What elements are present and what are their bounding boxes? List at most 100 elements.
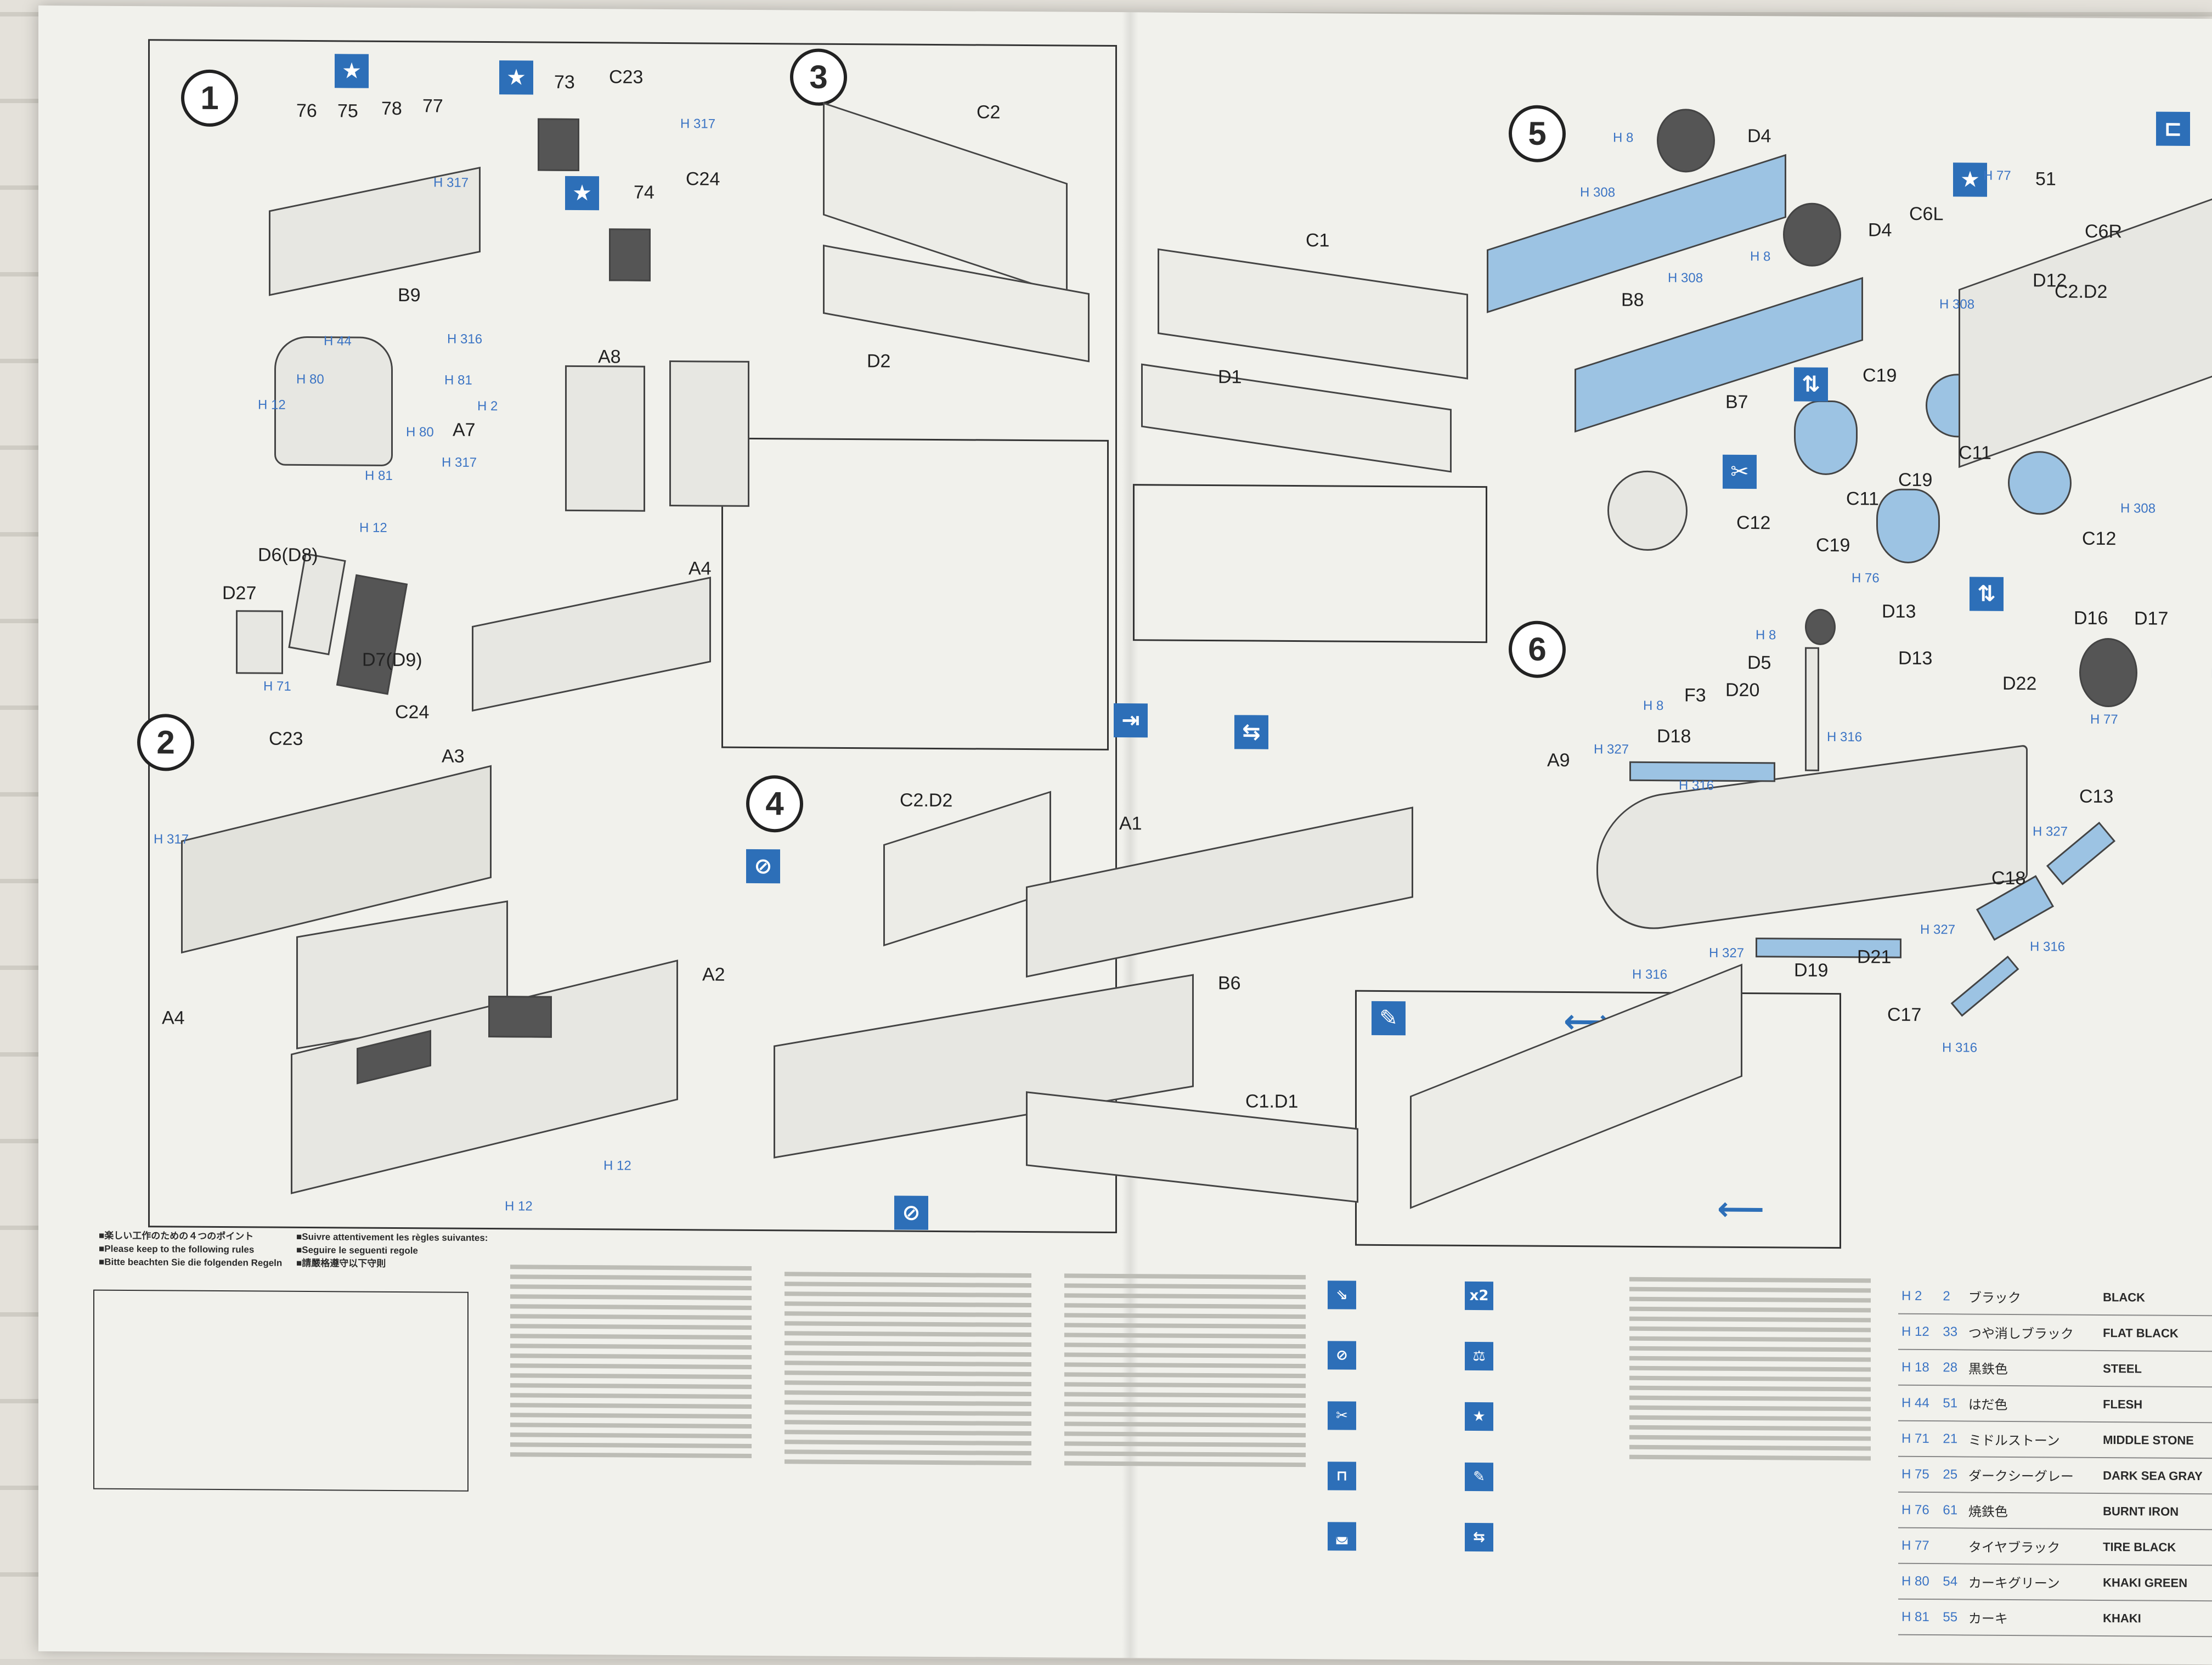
paint-number: 25 bbox=[1939, 1457, 1965, 1493]
move-arrow-icon: ⟵ bbox=[1717, 1189, 1765, 1229]
step-number-1: 1 bbox=[181, 69, 238, 127]
paint-number: 2 bbox=[1939, 1279, 1965, 1314]
nozzle-c12 bbox=[1876, 488, 1940, 564]
part-label: C24 bbox=[686, 168, 720, 190]
part-label: A1 bbox=[1119, 813, 1142, 834]
part-label: C11 bbox=[1846, 488, 1879, 510]
part-label: C11 bbox=[1959, 442, 1991, 464]
paint-name-en: KHAKI GREEN bbox=[2100, 1564, 2212, 1601]
part-label: H 317 bbox=[680, 116, 716, 132]
part-label: C17 bbox=[1887, 1004, 1922, 1025]
part-label: H 81 bbox=[365, 468, 393, 483]
part-label: A3 bbox=[442, 746, 465, 767]
part-label: H 81 bbox=[444, 372, 472, 388]
part-label: A8 bbox=[598, 346, 621, 368]
part-label: H 2 bbox=[477, 398, 498, 414]
paint-code: H 75 bbox=[1898, 1456, 1940, 1493]
part-label: D19 bbox=[1794, 960, 1829, 981]
part-label: D6(D8) bbox=[258, 544, 318, 566]
glue-here-icon: ⇥ bbox=[1114, 703, 1148, 738]
wheel-d13 bbox=[1805, 608, 1836, 646]
step-number-6: 6 bbox=[1509, 620, 1566, 679]
wing-d1 bbox=[1141, 363, 1452, 473]
ejection-seat-a8 bbox=[565, 365, 645, 512]
step-number-4: 4 bbox=[746, 775, 803, 833]
part-label: D4 bbox=[1868, 219, 1892, 241]
part-label: A4 bbox=[162, 1007, 185, 1029]
part-label: H 316 bbox=[1679, 778, 1714, 793]
nose-gear-strut-d5 bbox=[1805, 647, 1819, 771]
part-label: D7(D9) bbox=[362, 649, 422, 671]
part-label: D21 bbox=[1857, 946, 1892, 968]
paint-name-ja: はだ色 bbox=[1965, 1385, 2100, 1422]
paint-number: 28 bbox=[1939, 1350, 1965, 1386]
paint-name-en: FLAT BLACK bbox=[2100, 1314, 2212, 1352]
part-label: C19 bbox=[1898, 469, 1933, 491]
part-label: D1 bbox=[1218, 366, 1242, 388]
part-label: D4 bbox=[1747, 126, 1771, 147]
bracket-icon: ⊏ bbox=[2156, 111, 2190, 146]
part-label: D5 bbox=[1747, 652, 1771, 674]
step-number-5: 5 bbox=[1509, 105, 1566, 163]
part-label: A7 bbox=[453, 419, 476, 441]
paint-attention-icon: ✎ bbox=[1372, 1001, 1406, 1036]
part-label: 77 bbox=[422, 95, 443, 117]
decal-star-icon: ★ bbox=[565, 176, 599, 211]
part-label: H 12 bbox=[258, 397, 286, 413]
rules-illustration-box bbox=[93, 1289, 469, 1492]
part-label: 78 bbox=[381, 98, 402, 120]
part-label: A4 bbox=[689, 558, 712, 579]
paint-code: H 44 bbox=[1898, 1385, 1940, 1421]
part-label: H 77 bbox=[1983, 168, 2011, 183]
part-label: C23 bbox=[269, 728, 303, 749]
nozzle-ring-c19 bbox=[1607, 470, 1688, 551]
step-number-3: 3 bbox=[790, 48, 847, 106]
do-not-cement-icon: ⊘ bbox=[1328, 1341, 1356, 1370]
part-label: D17 bbox=[2134, 608, 2169, 629]
rules-heading-zh: ■請嚴格遵守以下守則 bbox=[296, 1257, 386, 1269]
part-label: H 316 bbox=[1827, 729, 1863, 745]
paint-name-ja: つや消しブラック bbox=[1965, 1314, 2100, 1351]
part-label: C12 bbox=[1736, 512, 1771, 534]
instruction-sheet: 1 2 3 4 5 6 ★ ★ ★ ⇥ ⇆ ⊘ ⊘ ⇅ ✂ ⇅ ★ ⊏ bbox=[38, 5, 2212, 1665]
part-label: H 44 bbox=[324, 334, 352, 349]
move-direction-icon: ⇅ bbox=[1794, 367, 1828, 402]
paint-code: H 18 bbox=[1898, 1349, 1940, 1386]
part-label: H 80 bbox=[296, 371, 324, 387]
paint-name-ja: ダークシーグレー bbox=[1965, 1457, 2100, 1493]
part-label: C1 bbox=[1306, 230, 1330, 251]
part-label: F3 bbox=[1684, 685, 1706, 706]
part-label: H 77 bbox=[2090, 712, 2118, 727]
paint-attention-icon: ✎ bbox=[1465, 1462, 1493, 1492]
part-label: C6R bbox=[2085, 221, 2123, 242]
part-label: H 308 bbox=[1580, 185, 1616, 200]
part-label: C6L bbox=[1909, 203, 1944, 225]
part-label: 73 bbox=[554, 71, 575, 93]
paint-name-en: MIDDLE STONE bbox=[2100, 1421, 2212, 1459]
wheel-d16-d17 bbox=[2079, 637, 2137, 708]
paint-notes-column bbox=[1629, 1272, 1871, 1466]
decal-star-icon: ★ bbox=[335, 54, 369, 88]
paint-name-en: TIRE BLACK bbox=[2100, 1528, 2212, 1566]
part-label: H 316 bbox=[2030, 939, 2066, 955]
paint-name-ja: タイヤブラック bbox=[1965, 1528, 2100, 1565]
part-label: C19 bbox=[1816, 534, 1850, 556]
part-label: C23 bbox=[609, 66, 644, 88]
nozzle-c11 bbox=[2008, 450, 2072, 515]
intake-detail-h12 bbox=[488, 996, 552, 1038]
part-label: C18 bbox=[1991, 867, 2026, 889]
part-label: H 308 bbox=[1668, 270, 1703, 286]
part-label: H 327 bbox=[1709, 945, 1745, 961]
part-label: H 12 bbox=[359, 520, 387, 535]
paint-code: H 12 bbox=[1898, 1313, 1940, 1350]
part-label: B8 bbox=[1621, 289, 1644, 311]
paint-number: 54 bbox=[1939, 1564, 1965, 1600]
step-number-2: 2 bbox=[137, 714, 194, 771]
part-label: H 316 bbox=[1632, 967, 1668, 983]
paint-code: H 77 bbox=[1898, 1527, 1940, 1564]
text-column-ja-en bbox=[510, 1259, 752, 1464]
